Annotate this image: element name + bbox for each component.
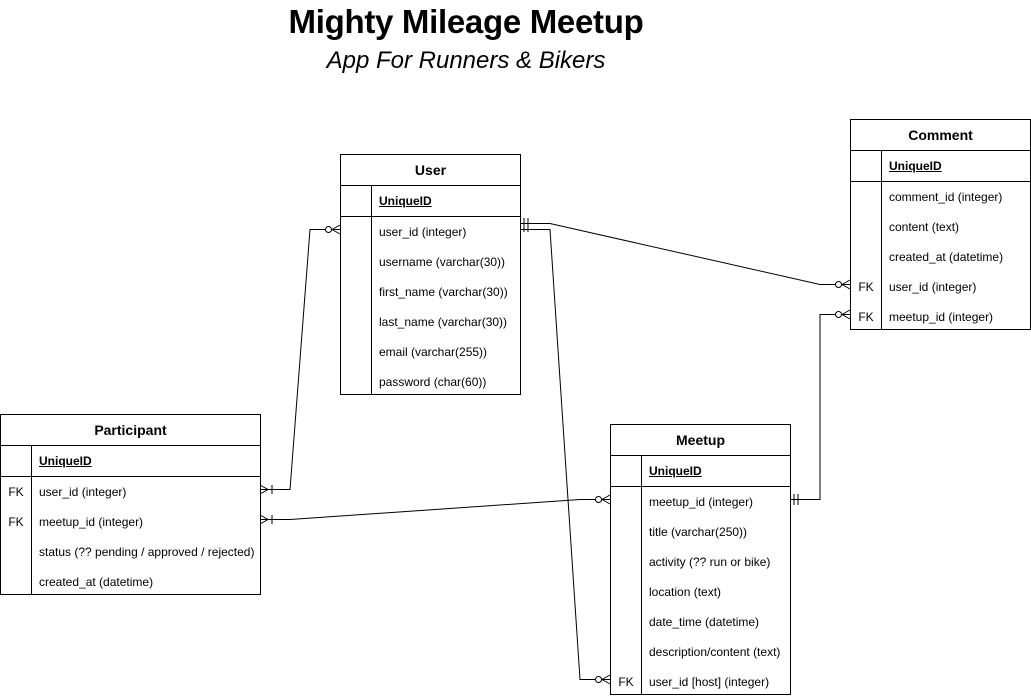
field-row: location (text): [611, 577, 790, 607]
field-row: FK meetup_id (integer): [851, 302, 1030, 332]
field-row: password (char(60)): [341, 367, 520, 397]
field-row: username (varchar(30)): [341, 247, 520, 277]
entity-meetup-title: Meetup: [611, 425, 790, 456]
diagram-subtitle: App For Runners & Bikers: [326, 47, 606, 74]
field-label: date_time (datetime): [649, 615, 760, 629]
field-row: date_time (datetime): [611, 607, 790, 637]
key-label: [851, 242, 881, 272]
key-label: [341, 307, 371, 337]
key-label: FK: [8, 515, 24, 529]
field-label: meetup_id (integer): [889, 310, 994, 324]
field-row: FK user_id [host] (integer): [611, 667, 790, 697]
key-label: [611, 487, 641, 517]
key-label: [611, 517, 641, 547]
pk-label: UniqueID: [649, 464, 702, 478]
pk-label: UniqueID: [39, 454, 92, 468]
field-label: user_id (integer): [379, 225, 467, 239]
pk-row: UniqueID: [1, 446, 260, 477]
field-row: activity (?? run or bike): [611, 547, 790, 577]
field-label: user_id (integer): [889, 280, 977, 294]
field-label: activity (?? run or bike): [649, 555, 771, 569]
key-label: [341, 367, 371, 397]
key-label: FK: [858, 280, 874, 294]
rel-meetup-comment: [790, 314, 850, 500]
key-label: FK: [618, 675, 634, 689]
field-row: created_at (datetime): [1, 567, 260, 597]
key-label: [611, 607, 641, 637]
field-label: last_name (varchar(30)): [379, 315, 508, 329]
field-row: email (varchar(255)): [341, 337, 520, 367]
field-label: description/content (text): [649, 645, 781, 659]
key-label: [341, 247, 371, 277]
entity-comment: Comment UniqueID comment_id (integer) co…: [850, 119, 1031, 330]
field-row: meetup_id (integer): [611, 487, 790, 517]
field-label: created_at (datetime): [39, 575, 154, 589]
key-label: [341, 277, 371, 307]
field-row: last_name (varchar(30)): [341, 307, 520, 337]
key-label: [341, 217, 371, 247]
field-label: email (varchar(255)): [379, 345, 488, 359]
pk-row: UniqueID: [341, 186, 520, 217]
entity-meetup: Meetup UniqueID meetup_id (integer) titl…: [610, 424, 791, 695]
entity-user: User UniqueID user_id (integer) username…: [340, 154, 521, 395]
field-row: first_name (varchar(30)): [341, 277, 520, 307]
field-row: FK meetup_id (integer): [1, 507, 260, 537]
key-label: [611, 547, 641, 577]
key-label: FK: [858, 310, 874, 324]
field-row: created_at (datetime): [851, 242, 1030, 272]
rel-participant-user: [260, 229, 340, 490]
field-row: user_id (integer): [341, 217, 520, 247]
field-label: comment_id (integer): [889, 190, 1003, 204]
rel-user-meetup-host: [520, 229, 610, 680]
field-label: content (text): [889, 220, 960, 234]
pk-row: UniqueID: [851, 151, 1030, 182]
field-label: first_name (varchar(30)): [379, 285, 508, 299]
key-label: [1, 537, 31, 567]
field-label: title (varchar(250)): [649, 525, 748, 539]
entity-participant: Participant UniqueID FK user_id (integer)…: [0, 414, 261, 595]
entity-comment-title: Comment: [851, 120, 1030, 151]
key-label: FK: [8, 485, 24, 499]
key-column: [851, 150, 882, 329]
field-label: username (varchar(30)): [379, 255, 506, 269]
pk-label: UniqueID: [379, 194, 432, 208]
field-label: password (char(60)): [379, 375, 487, 389]
key-label: [611, 637, 641, 667]
field-row: FK user_id (integer): [1, 477, 260, 507]
rel-participant-meetup: [260, 499, 610, 520]
field-row: description/content (text): [611, 637, 790, 667]
field-row: title (varchar(250)): [611, 517, 790, 547]
field-label: meetup_id (integer): [39, 515, 144, 529]
pk-label: UniqueID: [889, 159, 942, 173]
key-column: [341, 185, 372, 394]
field-label: created_at (datetime): [889, 250, 1004, 264]
entity-user-title: User: [341, 155, 520, 186]
key-label: [611, 577, 641, 607]
field-row: content (text): [851, 212, 1030, 242]
key-label: [341, 337, 371, 367]
key-label: [851, 182, 881, 212]
key-label: [851, 212, 881, 242]
rel-user-comment: [520, 223, 850, 285]
pk-row: UniqueID: [611, 456, 790, 487]
entity-participant-title: Participant: [1, 415, 260, 446]
field-label: status (?? pending / approved / rejected…: [39, 545, 255, 559]
field-label: user_id [host] (integer): [649, 675, 770, 689]
key-column: [1, 445, 32, 594]
field-row: status (?? pending / approved / rejected…: [1, 537, 260, 567]
field-row: comment_id (integer): [851, 182, 1030, 212]
field-label: location (text): [649, 585, 722, 599]
field-row: FK user_id (integer): [851, 272, 1030, 302]
field-label: user_id (integer): [39, 485, 127, 499]
key-label: [1, 567, 31, 597]
field-label: meetup_id (integer): [649, 495, 754, 509]
diagram-title: Mighty Mileage Meetup: [288, 3, 644, 40]
key-column: [611, 455, 642, 694]
